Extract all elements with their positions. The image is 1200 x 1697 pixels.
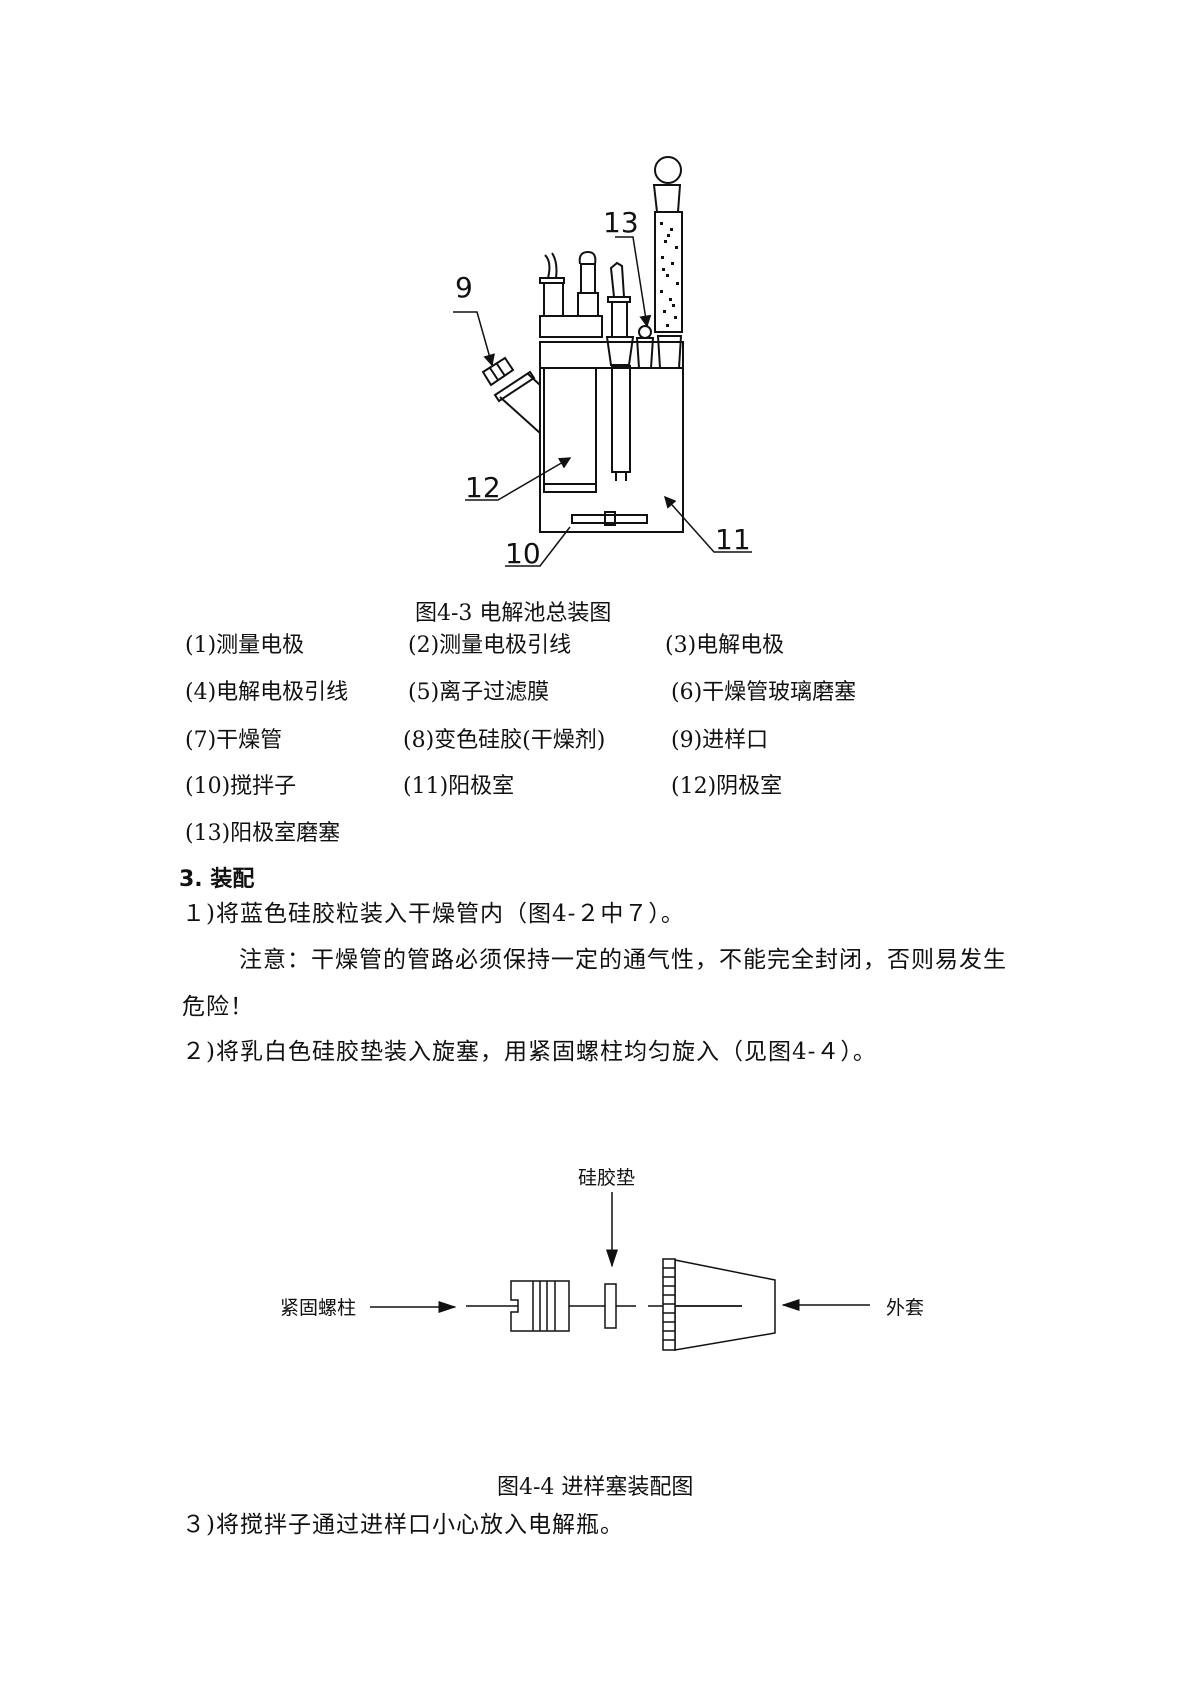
part-9: (9)进样口 [671,728,769,753]
part-4: (4)电解电极引线 [185,680,349,705]
part-13: (13)阳极室磨塞 [185,821,341,846]
electrolytic-cell-diagram: 9 13 12 11 10 [453,156,752,570]
desiccant-dots [660,222,679,327]
part-10: (10)搅拌子 [185,774,297,799]
section-heading: 3. 装配 [179,867,255,892]
note-line-2: 危险！ [182,994,254,1020]
part-2: (2)测量电极引线 [408,633,572,658]
part-3: (3)电解电极 [665,633,785,658]
note-line-1: 注意：干燥管的管路必须保持一定的通气性，不能完全封闭，否则易发生 [239,947,1007,973]
part-6: (6)干燥管玻璃磨塞 [671,680,857,705]
callout-12: 12 [465,471,501,504]
fastening-screw [510,1280,570,1332]
gasket-label: 硅胶垫 [578,1167,635,1189]
silicone-gasket [604,1283,617,1329]
outer-sleeve [662,1258,776,1351]
callout-leaders [453,236,752,567]
part-8: (8)变色硅胶(干燥剂) [403,728,606,753]
step-3: ３)将搅拌子通过进样口小心放入电解瓶。 [182,1512,624,1538]
callout-10: 10 [505,537,541,570]
stir-bar [571,511,648,526]
cathode-compartment [543,367,597,493]
sample-inlet-arm [481,356,541,434]
step-2: ２)将乳白色硅胶垫装入旋塞，用紧固螺柱均匀旋入（见图4-４）。 [182,1039,877,1065]
part-1: (1)测量电极 [185,633,305,658]
part-7: (7)干燥管 [185,728,283,753]
screw-label: 紧固螺柱 [280,1297,356,1319]
drying-tube [652,156,683,369]
part-5: (5)离子过滤膜 [408,680,550,705]
figure-4-4-caption: 图4-4 进样塞装配图 [497,1475,694,1500]
part-11: (11)阳极室 [403,774,515,799]
left-stopper [539,250,603,338]
part-12: (12)阴极室 [671,774,783,799]
callout-9: 9 [455,271,473,304]
callout-11: 11 [715,523,751,556]
step-1: １)将蓝色硅胶粒装入干燥管内（图4-２中７）。 [182,901,685,927]
measuring-electrode [605,261,635,481]
sleeve-label: 外套 [886,1297,924,1319]
figure-4-3-caption: 图4-3 电解池总装图 [415,601,612,626]
callout-13: 13 [603,206,639,239]
